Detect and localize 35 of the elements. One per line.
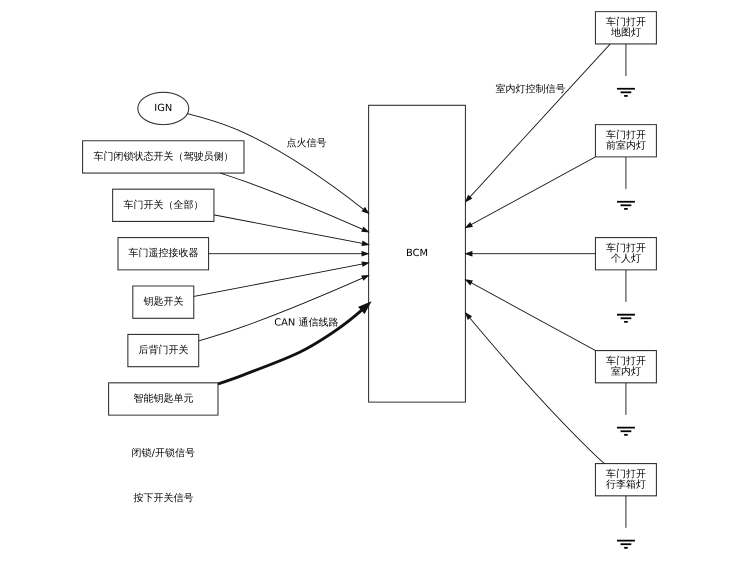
label: 按下开关信号 [133,493,194,504]
connector [625,382,626,416]
edge-label: 室内灯控制信号 [495,84,566,96]
node-ellipse: IGN [137,92,190,126]
arrow [464,250,596,257]
arrow [208,250,370,257]
connector [625,156,626,190]
node-box: 车门打开 室内灯 [594,350,657,384]
edge-label: CAN 通信线路 [274,317,338,328]
node-box: 车门遥控接收器 [117,237,210,270]
arrow [464,156,596,228]
edge-label: 点火信号 [286,138,326,149]
node-box: 后背门开关 [127,334,200,368]
node-box: 车门打开 个人灯 [594,237,657,270]
arrow [464,312,605,464]
node-box: 车门打开 地图灯 [594,11,657,44]
arrow [464,44,611,203]
arrow [198,274,370,342]
arrow [464,279,596,351]
arrow [220,172,370,232]
node-box: 车门打开 行李箱灯 [594,463,657,496]
node-box: 车门闭锁状态开关（驾驶员侧） [82,140,245,174]
arrow [193,261,370,297]
node-box: 车门打开 前室内灯 [594,124,657,158]
connector [625,44,626,76]
connector [625,269,626,302]
arrow [187,113,370,214]
arrow [214,214,370,246]
node-box: 车门开关（全部） [112,188,214,222]
node-box: 智能钥匙单元 [108,382,219,416]
label: 闭锁/开锁信号 [132,448,195,460]
node-box: BCM [368,104,466,403]
connector [625,495,626,528]
arrow [218,301,372,386]
node-box: 钥匙开关 [132,285,194,319]
